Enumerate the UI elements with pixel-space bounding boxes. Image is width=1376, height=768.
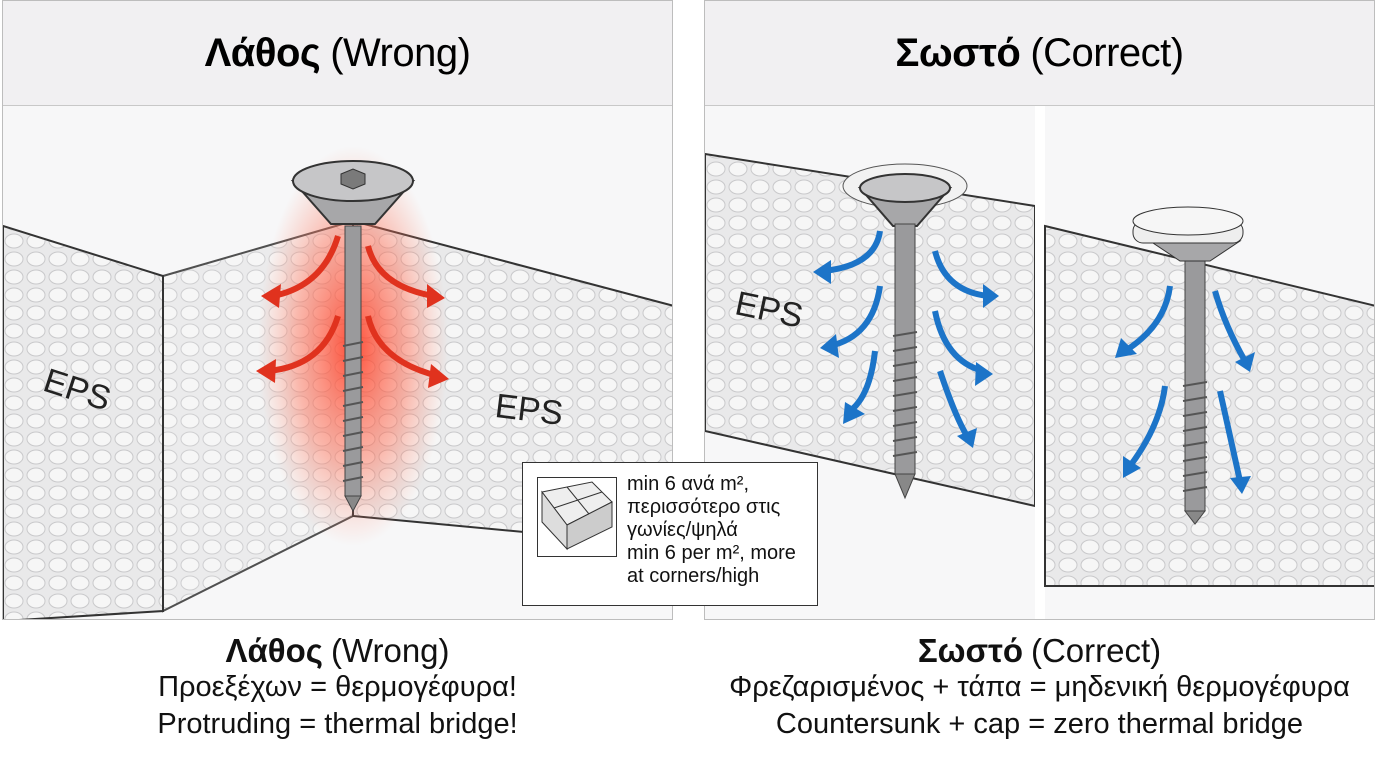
protruding-screw-icon [290,160,416,513]
correct-caption-title-rest: (Correct) [1030,632,1162,669]
wrong-title-rest: (Wrong) [330,30,471,75]
panel-divider [1035,106,1045,619]
legend-line: γωνίες/ψηλά [627,519,738,541]
eps-block-countersunk [705,152,1036,508]
correct-caption-greek: Φρεζαρισμένος + τάπα = μηδενική θερμογέφ… [729,671,1350,703]
legend-line: min 6 per m², more [627,542,796,564]
wrong-title-bold: Λάθος [204,30,321,75]
correct-header: Σωστό(Correct) [705,1,1374,106]
capped-screw-icon [1132,206,1244,525]
eps-label-right: EPS [492,386,566,434]
correct-title-rest: (Correct) [1030,30,1184,75]
legend-line: περισσότερο στις [627,496,781,518]
wrong-header: Λάθος(Wrong) [3,1,672,106]
correct-illustration [705,106,1374,619]
wrong-caption-title-rest: (Wrong) [330,632,450,669]
eps-block-capped [1044,224,1374,587]
eps-board-icon [537,477,617,557]
correct-caption-title-bold: Σωστό [917,632,1023,669]
correct-panel: Σωστό(Correct) [704,0,1375,620]
wrong-panel: Λάθος(Wrong) [2,0,673,620]
legend-line: min 6 ανά m², [627,473,750,495]
arrow-heads [813,260,1255,494]
heat-loss-arrows [267,235,439,379]
countersunk-screw-icon [842,163,968,500]
wrong-caption-greek: Προεξέχων = θερμογέφυρα! [158,671,517,703]
eps-block-left-face [3,224,164,619]
legend-line: at corners/high [627,565,760,587]
wrong-caption-title-bold: Λάθος [225,632,323,669]
correct-caption-english: Countersunk + cap = zero thermal bridge [775,708,1304,740]
correct-title-bold: Σωστό [895,30,1021,75]
wrong-caption: Λάθος(Wrong) Προεξέχων = θερμογέφυρα! Pr… [2,632,673,743]
wrong-caption-english: Protruding = thermal bridge! [157,708,518,740]
correct-caption: Σωστό(Correct) Φρεζαρισμένος + τάπα = μη… [704,632,1375,743]
anchor-density-legend: min 6 ανά m², περισσότερο στις γωνίες/ψη… [522,462,818,606]
